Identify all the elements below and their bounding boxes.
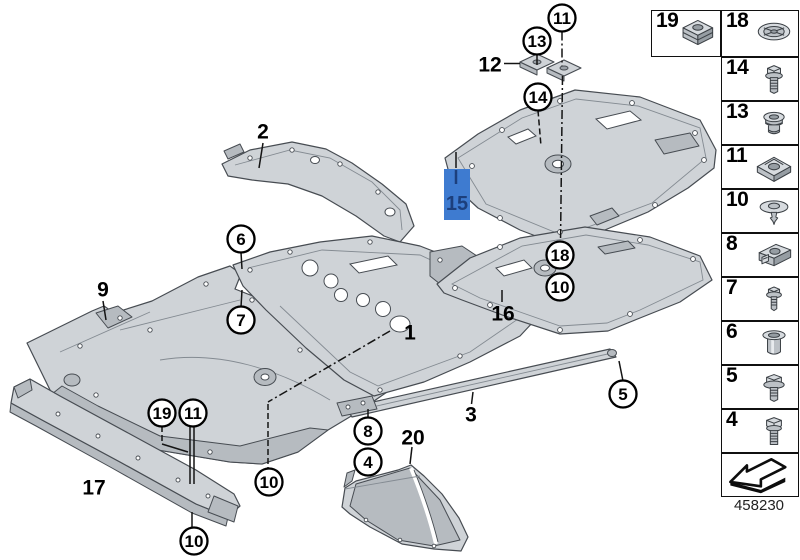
callout-8[interactable]: 8 xyxy=(353,416,383,446)
cage-nut-flat-icon xyxy=(751,149,797,186)
part-label-3[interactable]: 3 xyxy=(465,404,477,427)
callout-layer: 11 13 14 18 10 6 7 19 11 10 10 8 4 5 2 12 9 1 16 17 3 20 xyxy=(82,3,638,556)
flange-bolt-icon xyxy=(751,61,797,98)
legend-number: 6 xyxy=(726,320,738,343)
callout-6[interactable]: 6 xyxy=(226,224,256,254)
legend-number: 14 xyxy=(726,56,749,79)
sleeve-nut-icon xyxy=(751,325,797,362)
svg-text:14: 14 xyxy=(529,88,548,107)
legend-cell-18[interactable]: 18 xyxy=(721,9,799,57)
callout-5[interactable]: 5 xyxy=(608,379,638,409)
svg-text:6: 6 xyxy=(236,230,245,249)
legend-cell-7[interactable]: 7 xyxy=(721,276,799,321)
back-arrow-icon xyxy=(726,456,794,494)
legend-cell-14[interactable]: 14 xyxy=(721,56,799,101)
part-17-front-apron-strip xyxy=(9,378,241,527)
legend-cell-back[interactable] xyxy=(721,453,799,497)
part-label-1[interactable]: 1 xyxy=(404,322,416,345)
legend-number: 4 xyxy=(726,408,738,431)
push-rivet-icon xyxy=(751,193,797,230)
legend-cell-11[interactable]: 11 xyxy=(721,144,799,189)
part-9-front-underbody-panel xyxy=(26,265,398,465)
callout-10[interactable]: 10 xyxy=(254,467,284,497)
legend-cell-4[interactable]: 4 xyxy=(721,408,799,453)
svg-text:8: 8 xyxy=(363,422,372,441)
callout-4[interactable]: 4 xyxy=(353,447,383,477)
part-label-2[interactable]: 2 xyxy=(257,121,269,144)
legend-number: 13 xyxy=(726,100,749,123)
hex-bolt-icon xyxy=(751,413,797,450)
callout-11[interactable]: 11 xyxy=(547,3,577,33)
leader-lines xyxy=(102,31,624,527)
svg-text:11: 11 xyxy=(184,404,202,423)
cage-nut-icon xyxy=(673,14,719,51)
svg-text:5: 5 xyxy=(618,385,627,404)
legend-cell-19[interactable]: 19 xyxy=(651,9,721,57)
svg-text:10: 10 xyxy=(260,473,279,492)
legend-cell-8[interactable]: 8 xyxy=(721,232,799,277)
callout-11[interactable]: 11 xyxy=(178,398,208,428)
flange-screw-icon xyxy=(751,281,797,318)
svg-text:19: 19 xyxy=(153,404,172,423)
legend-cell-10[interactable]: 10 xyxy=(721,188,799,233)
spring-washer-icon xyxy=(751,14,797,51)
highlight-label: 15 xyxy=(446,193,468,215)
legend-number: 10 xyxy=(726,188,749,211)
part-16-lower-shield-panel xyxy=(436,226,713,335)
drawing-number: 458230 xyxy=(733,497,785,514)
part-2-mounting-bracket xyxy=(221,141,415,243)
part-label-16[interactable]: 16 xyxy=(491,303,514,326)
washer-bolt-icon xyxy=(751,369,797,406)
highlighted-callout-15[interactable]: 15 xyxy=(444,152,470,220)
mounting-plates-top xyxy=(519,53,582,82)
callout-13[interactable]: 13 xyxy=(522,26,552,56)
legend-number: 18 xyxy=(726,9,749,32)
callout-19[interactable]: 19 xyxy=(147,398,177,428)
part-label-12[interactable]: 12 xyxy=(478,54,501,77)
part-label-17[interactable]: 17 xyxy=(82,477,105,500)
legend-cell-13[interactable]: 13 xyxy=(721,100,799,145)
legend-cell-6[interactable]: 6 xyxy=(721,320,799,365)
legend-number: 11 xyxy=(726,144,748,167)
svg-text:13: 13 xyxy=(528,32,547,51)
svg-text:11: 11 xyxy=(553,9,571,28)
legend-number: 19 xyxy=(656,9,679,32)
svg-text:4: 4 xyxy=(363,453,373,472)
svg-text:10: 10 xyxy=(185,532,204,551)
legend-number: 5 xyxy=(726,364,738,387)
callout-14[interactable]: 14 xyxy=(523,82,553,112)
part-3-reinforcement-bar xyxy=(336,348,617,418)
part-label-20[interactable]: 20 xyxy=(401,427,424,450)
callout-18[interactable]: 18 xyxy=(545,240,575,270)
svg-text:18: 18 xyxy=(551,246,570,265)
svg-text:7: 7 xyxy=(236,311,245,330)
callout-10[interactable]: 10 xyxy=(545,272,575,302)
legend-number: 8 xyxy=(726,232,738,255)
part-20-wheel-arch-cover xyxy=(341,464,469,552)
clip-nut-icon xyxy=(751,237,797,274)
part-15-engine-shield-panel xyxy=(444,89,717,247)
part-label-9[interactable]: 9 xyxy=(97,279,109,302)
legend-cell-5[interactable]: 5 xyxy=(721,364,799,409)
svg-text:10: 10 xyxy=(551,278,570,297)
grommet-nut-icon xyxy=(751,105,797,142)
legend-number: 7 xyxy=(726,276,738,299)
callout-10[interactable]: 10 xyxy=(179,526,209,556)
callout-7[interactable]: 7 xyxy=(226,305,256,335)
